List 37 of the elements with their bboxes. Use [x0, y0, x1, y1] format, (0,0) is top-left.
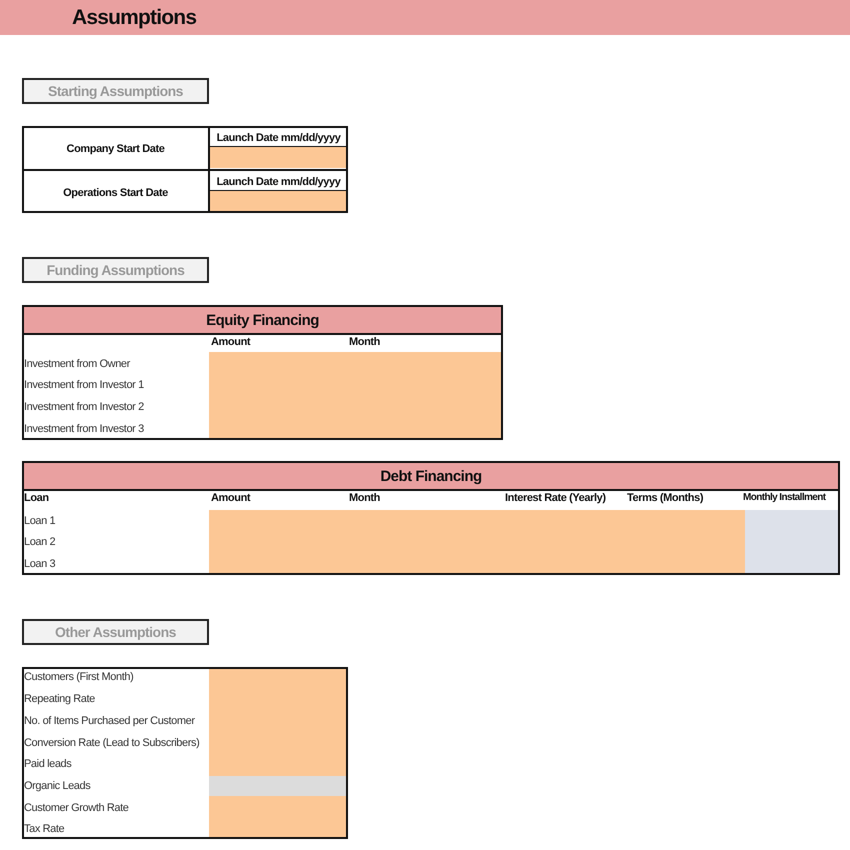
column-header: Loan — [24, 491, 49, 505]
page-title: Assumptions — [72, 6, 196, 30]
row-label: Customers (First Month) — [24, 670, 134, 684]
column-header: Interest Rate (Yearly) — [505, 491, 606, 505]
row-label: No. of Items Purchased per Customer — [24, 714, 195, 728]
section-header: Funding Assumptions — [22, 257, 209, 283]
row-label: Tax Rate — [24, 822, 64, 836]
section-header: Starting Assumptions — [22, 78, 209, 104]
table-heading: Equity Financing — [24, 307, 501, 335]
table-frame — [22, 305, 503, 440]
table-heading: Debt Financing — [24, 463, 838, 491]
row-label: Investment from Investor 1 — [24, 378, 144, 392]
row-label: Conversion Rate (Lead to Subscribers) — [24, 736, 200, 750]
column-header: Company Start Date — [66, 142, 166, 156]
column-header: Operations Start Date — [62, 186, 169, 200]
column-header: Launch Date mm/dd/yyyy — [216, 175, 342, 189]
table-frame — [22, 667, 348, 839]
column-header: Month — [349, 491, 380, 505]
row-label: Loan 3 — [24, 557, 56, 571]
table-frame — [22, 126, 348, 213]
column-header: Terms (Months) — [627, 491, 704, 505]
row-label: Repeating Rate — [24, 692, 95, 706]
column-header: Amount — [211, 491, 250, 505]
row-label: Loan 1 — [24, 514, 56, 528]
row-label: Loan 2 — [24, 535, 56, 549]
column-header: Amount — [211, 335, 250, 349]
row-label: Investment from Investor 3 — [24, 422, 144, 436]
section-header: Other Assumptions — [22, 619, 209, 645]
column-header: Month — [349, 335, 380, 349]
table-frame — [22, 461, 840, 575]
row-label: Paid leads — [24, 757, 72, 771]
row-label: Investment from Investor 2 — [24, 400, 144, 414]
column-header: Monthly Installment — [743, 491, 826, 505]
row-label: Customer Growth Rate — [24, 801, 128, 815]
column-header: Launch Date mm/dd/yyyy — [216, 131, 342, 145]
row-label: Organic Leads — [24, 779, 90, 793]
row-label: Investment from Owner — [24, 357, 130, 371]
